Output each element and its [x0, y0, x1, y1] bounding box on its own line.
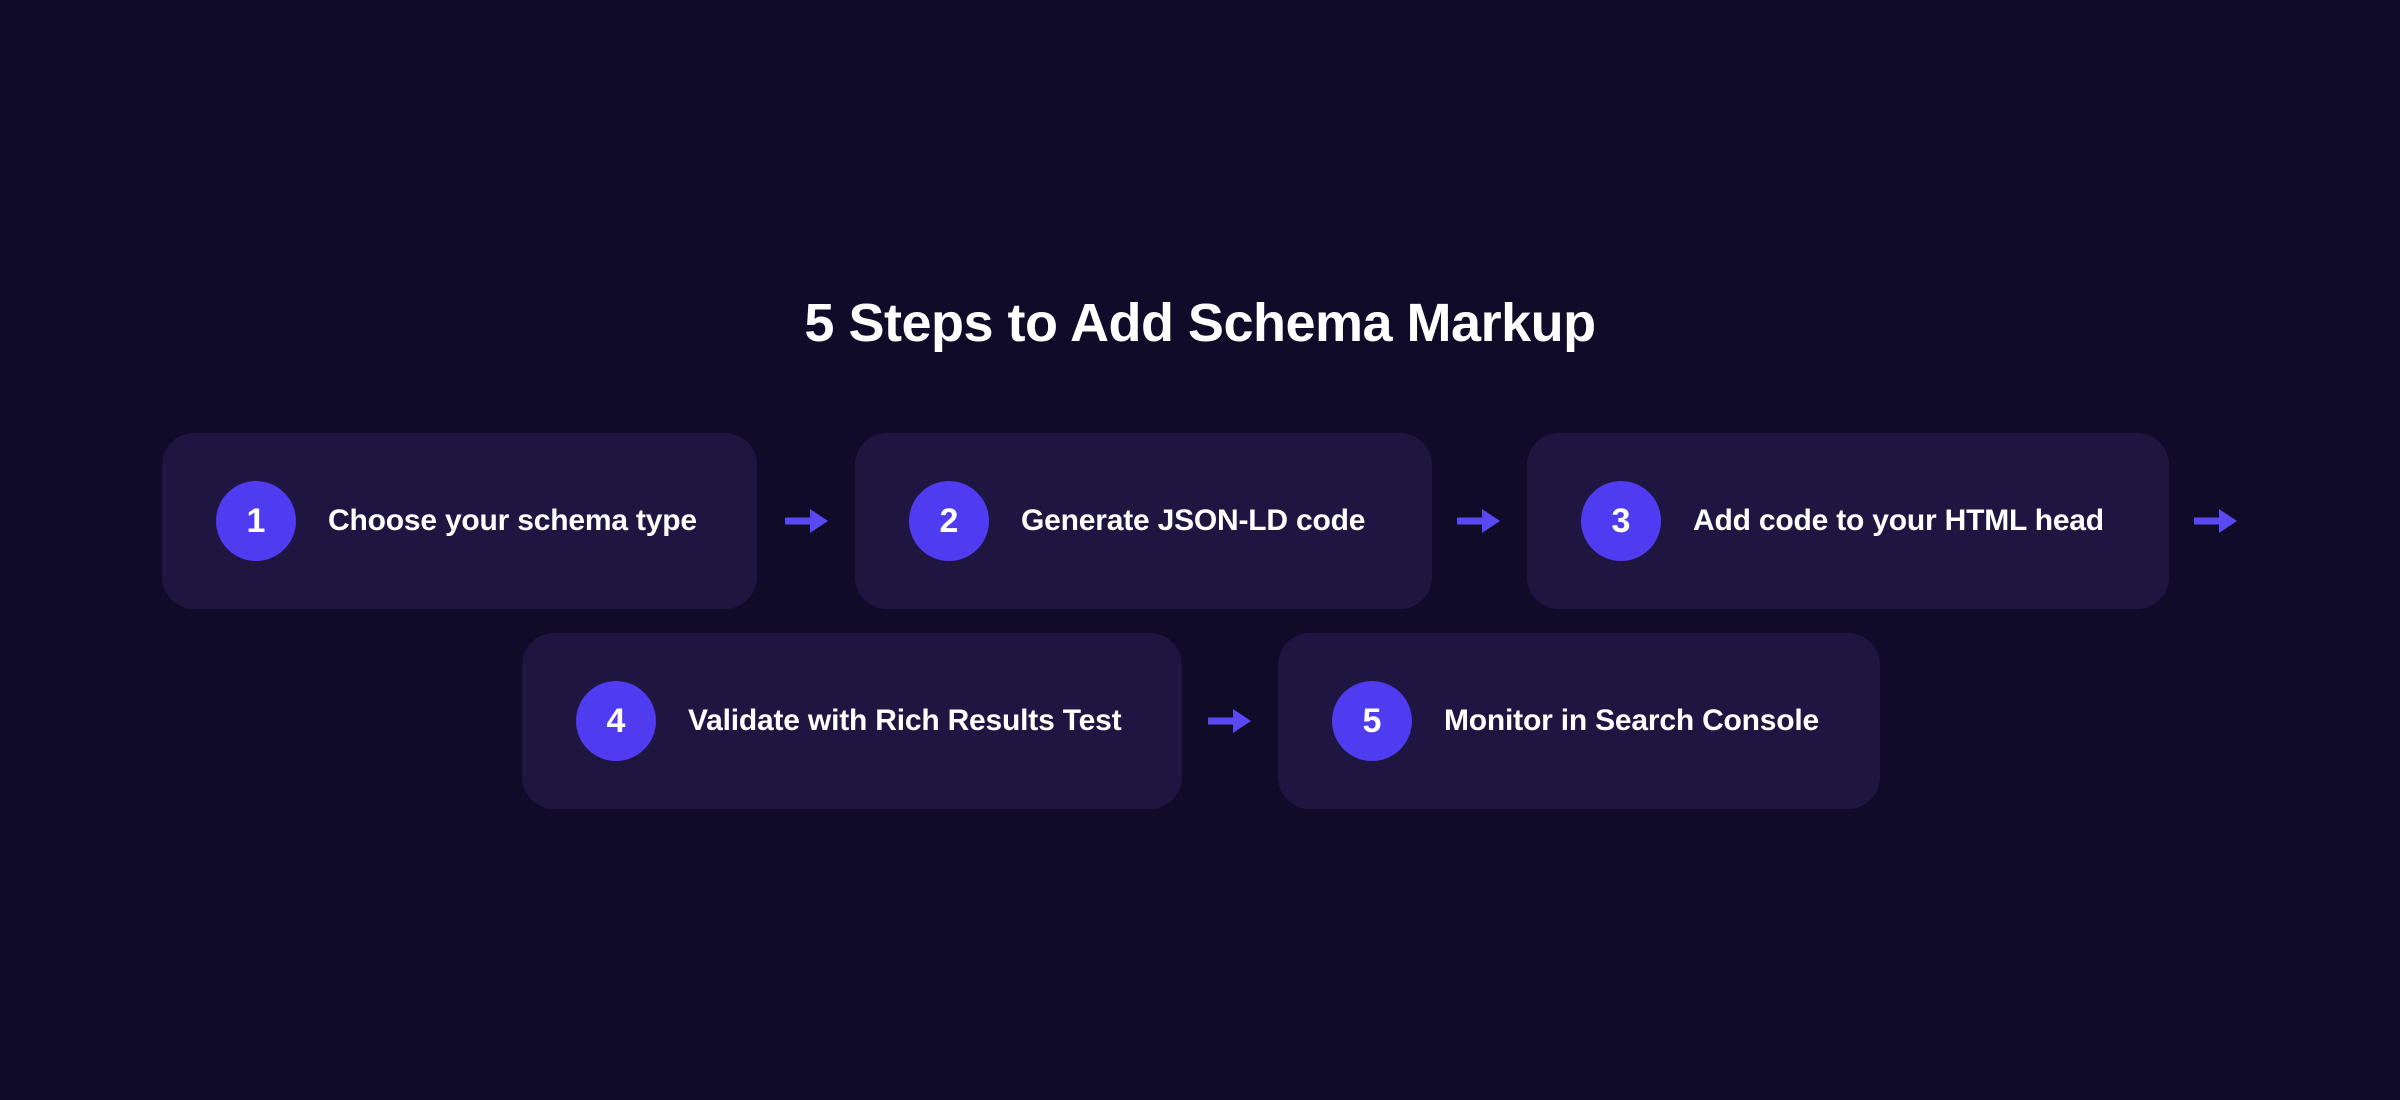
step-1-label: Choose your schema type	[328, 504, 697, 537]
step-card-2: 2 Generate JSON-LD code	[855, 433, 1432, 609]
step-5-number-badge: 5	[1332, 681, 1412, 761]
step-2-number-badge: 2	[909, 481, 989, 561]
step-1-number-badge: 1	[216, 481, 296, 561]
arrow-right-icon	[2194, 509, 2237, 533]
step-card-5: 5 Monitor in Search Console	[1278, 633, 1880, 809]
step-2-label: Generate JSON-LD code	[1021, 504, 1366, 537]
step-card-4: 4 Validate with Rich Results Test	[522, 633, 1182, 809]
step-5-label: Monitor in Search Console	[1444, 704, 1820, 737]
step-card-1: 1 Choose your schema type	[162, 433, 757, 609]
arrow-right-icon	[1208, 709, 1251, 733]
page-title: 5 Steps to Add Schema Markup	[804, 293, 1596, 353]
step-4-label: Validate with Rich Results Test	[688, 704, 1122, 737]
step-card-3: 3 Add code to your HTML head	[1527, 433, 2169, 609]
arrow-right-icon	[785, 509, 828, 533]
step-3-number-badge: 3	[1581, 481, 1661, 561]
arrow-right-icon	[1457, 509, 1500, 533]
step-4-number-badge: 4	[576, 681, 656, 761]
step-3-label: Add code to your HTML head	[1693, 504, 2104, 537]
